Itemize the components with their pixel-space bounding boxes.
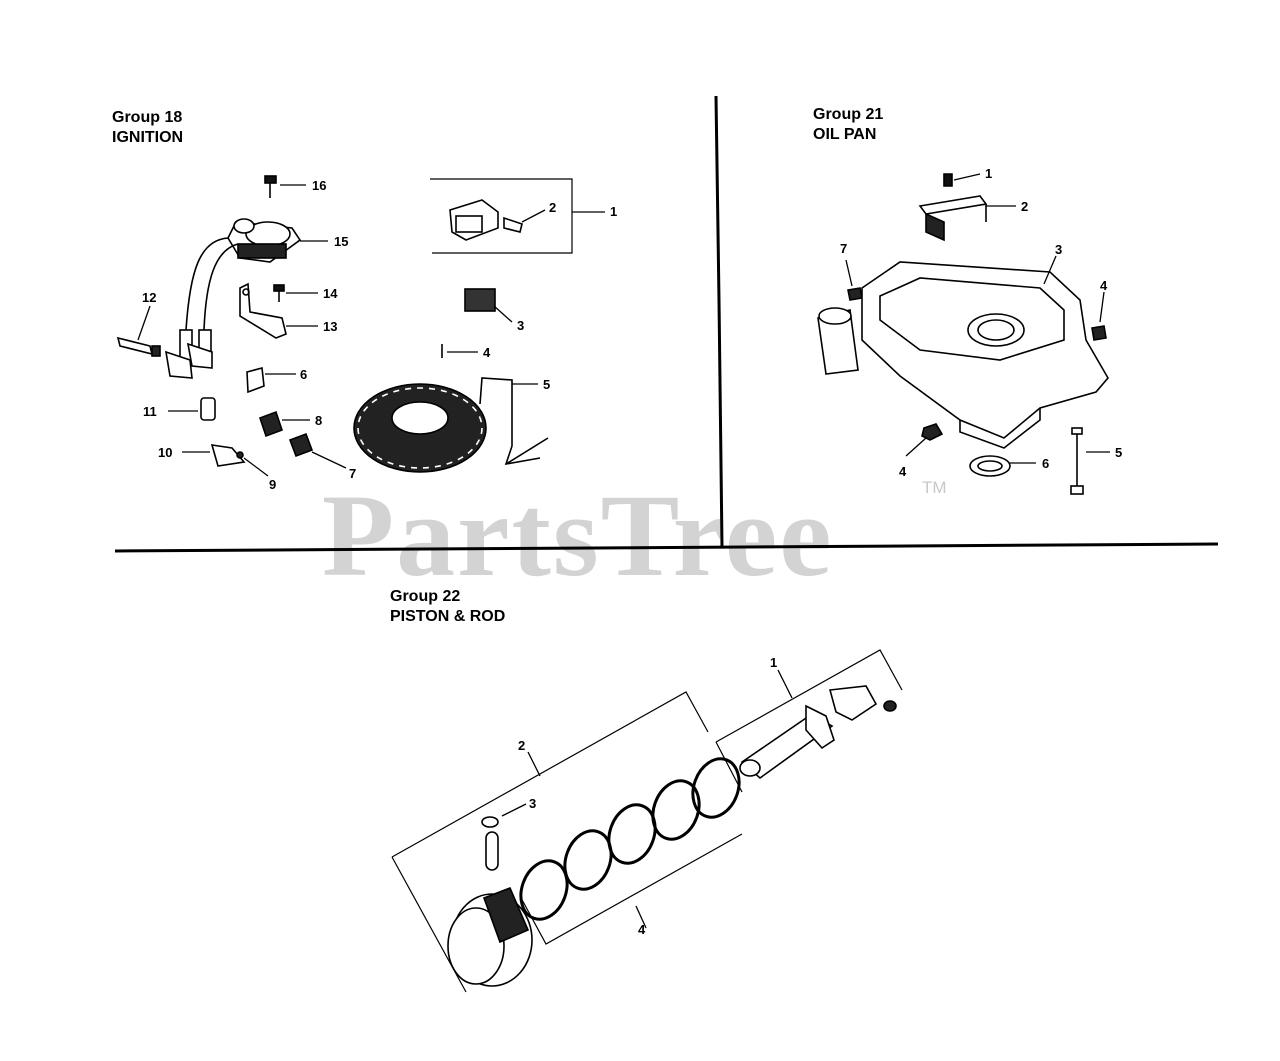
bolt-part-14 bbox=[273, 284, 285, 302]
callout-number: 7 bbox=[840, 241, 847, 256]
screw-part-9 bbox=[236, 451, 244, 459]
vertical-divider-top bbox=[714, 95, 721, 301]
circlip-part-3 bbox=[481, 816, 499, 828]
clip-part-6 bbox=[246, 366, 265, 394]
bracket-part-10 bbox=[210, 444, 246, 467]
group-subtitle: OIL PAN bbox=[813, 126, 877, 143]
connecting-rod-part-1 bbox=[739, 685, 897, 780]
watermark-trademark: TM bbox=[922, 478, 947, 497]
callout-number: 2 bbox=[549, 200, 556, 215]
horizontal-divider bbox=[114, 542, 1219, 553]
bolt-part-1 bbox=[943, 173, 953, 187]
callout-number: 11 bbox=[143, 404, 157, 419]
group-subtitle: PISTON & ROD bbox=[390, 608, 506, 625]
callout-leader-line bbox=[777, 669, 793, 699]
bolt-part-16 bbox=[264, 175, 277, 198]
callout-leader-line bbox=[521, 209, 546, 223]
vertical-divider-bottom bbox=[717, 299, 724, 548]
group-title: Group 18 bbox=[112, 109, 183, 126]
plug-part-4-right bbox=[1091, 325, 1107, 341]
callout-number: 1 bbox=[985, 166, 992, 181]
callout-number: 2 bbox=[518, 738, 525, 753]
callout-number: 2 bbox=[1021, 199, 1028, 214]
plug-part-7 bbox=[847, 287, 863, 301]
block-part-3 bbox=[464, 288, 496, 312]
callout-leader-line bbox=[845, 259, 853, 287]
callout-number: 10 bbox=[158, 445, 172, 460]
watermark-text: PartsTree bbox=[322, 470, 834, 601]
callout-number: 13 bbox=[323, 319, 337, 334]
callout-number: 6 bbox=[300, 367, 307, 382]
callout-number: 3 bbox=[529, 796, 536, 811]
callout-number: 3 bbox=[517, 318, 524, 333]
callout-leader-line bbox=[243, 457, 269, 477]
callout-leader-line bbox=[137, 305, 151, 341]
callout-leader-line bbox=[501, 803, 527, 817]
callout-number: 3 bbox=[1055, 242, 1062, 257]
group-title: Group 21 bbox=[813, 106, 884, 123]
callout-number: 4 bbox=[483, 345, 491, 360]
callout-number: 4 bbox=[899, 464, 907, 479]
callout-leader-line bbox=[953, 173, 981, 181]
group-heading-oil-pan: Group 21 OIL PAN bbox=[813, 105, 883, 145]
rod-group-bracket bbox=[715, 649, 903, 743]
callout-number: 4 bbox=[1100, 278, 1108, 293]
ignition-parts bbox=[116, 175, 573, 473]
callout-leader-line bbox=[311, 451, 347, 469]
piston-pin-part bbox=[485, 831, 499, 871]
oil-pan-parts bbox=[817, 173, 1109, 495]
callout-number: 16 bbox=[312, 178, 326, 193]
group-subtitle: IGNITION bbox=[112, 129, 184, 146]
callout-number: 7 bbox=[349, 466, 356, 481]
callout-leader-line bbox=[635, 905, 647, 929]
callout-leader-line bbox=[1043, 255, 1057, 285]
group-title: Group 22 bbox=[390, 588, 461, 605]
piston-part-2 bbox=[447, 886, 533, 987]
callout-number: 5 bbox=[543, 377, 550, 392]
callout-number: 1 bbox=[610, 204, 617, 219]
bracket-part-13 bbox=[239, 282, 287, 339]
callout-number: 15 bbox=[334, 234, 348, 249]
ignition-coil-part-15 bbox=[185, 218, 302, 331]
callout-number: 9 bbox=[269, 477, 276, 492]
callout-number: 6 bbox=[1042, 456, 1049, 471]
piston-rod-parts bbox=[391, 649, 903, 993]
module-part-1 bbox=[430, 178, 573, 254]
callout-number: 4 bbox=[638, 922, 646, 937]
terminal-part-11 bbox=[200, 397, 216, 421]
stator-part-5 bbox=[353, 377, 549, 473]
piston-group-bracket bbox=[391, 691, 709, 858]
bracket-part-2 bbox=[918, 195, 988, 242]
group-heading-ignition: Group 18 IGNITION bbox=[112, 108, 183, 148]
callout-number: 1 bbox=[770, 655, 777, 670]
seal-part-6 bbox=[969, 455, 1011, 477]
callout-leader-line bbox=[493, 305, 513, 323]
piston-rings-part-4 bbox=[519, 757, 741, 921]
oil-pan-housing-part-3 bbox=[817, 261, 1109, 449]
callout-number: 5 bbox=[1115, 445, 1122, 460]
spark-plug-boots-part-12 bbox=[116, 329, 213, 379]
callout-leader-line bbox=[1099, 291, 1105, 323]
callout-leader-line bbox=[527, 751, 541, 777]
connector-part-7 bbox=[288, 432, 314, 458]
bolt-part-5 bbox=[1070, 427, 1084, 495]
callout-number: 14 bbox=[323, 286, 338, 301]
callout-number: 8 bbox=[315, 413, 322, 428]
group-heading-piston-rod: Group 22 PISTON & ROD bbox=[390, 587, 505, 627]
callout-leader-line bbox=[905, 437, 927, 457]
ring-group-bracket bbox=[519, 833, 743, 945]
connector-part-8 bbox=[258, 410, 284, 438]
nut-part-4-bottom bbox=[921, 423, 944, 441]
callout-number: 12 bbox=[142, 290, 156, 305]
